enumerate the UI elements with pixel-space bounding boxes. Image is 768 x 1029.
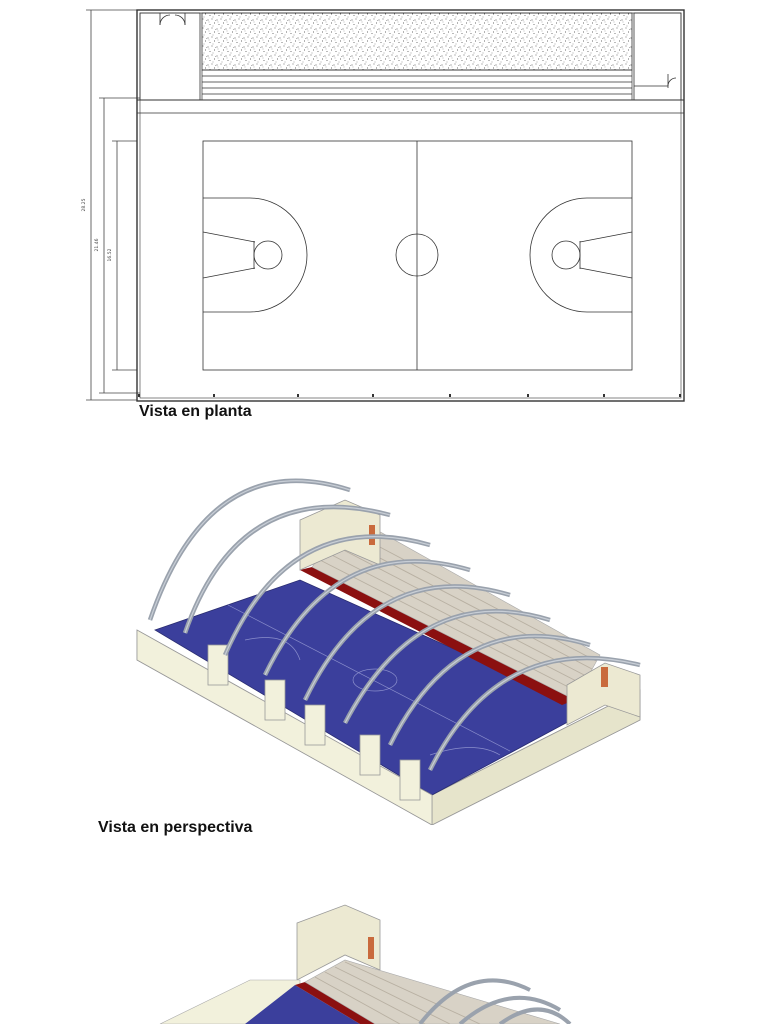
- roof-trusses-highlight: [149, 480, 641, 771]
- room-right: [566, 662, 641, 726]
- stands-steps: [201, 69, 633, 100]
- perspective-view-figure: Vista en perspectiva: [0, 455, 768, 845]
- red-stripe-2: [295, 982, 375, 1024]
- plan-view-drawing: 28.25 21.46 16.52: [81, 9, 685, 402]
- wall-ticks: [138, 394, 681, 397]
- perspective-view-caption: Vista en perspectiva: [98, 819, 253, 836]
- perspective-view-2-drawing: [159, 904, 572, 1026]
- door-right: [601, 667, 608, 687]
- front-wall: [136, 629, 433, 826]
- plan-view-figure: 28.25 21.46 16.52: [0, 0, 768, 430]
- basketball-court: [202, 140, 633, 371]
- door-back: [368, 937, 374, 959]
- red-stripe: [300, 567, 575, 705]
- room-left: [139, 12, 201, 101]
- court-floor-2: [245, 985, 360, 1024]
- roof-trusses-2: [418, 978, 572, 1026]
- room-right: [633, 12, 682, 101]
- perspective-view-drawing: [136, 478, 641, 826]
- dimension-lines: [86, 9, 140, 401]
- perspective-view-2-figure: [0, 885, 768, 1026]
- plan-view-caption: Vista en planta: [139, 403, 252, 420]
- stands-zone: [201, 12, 633, 71]
- stand-steps-2: [314, 961, 481, 1025]
- dimension-court: 16.52: [107, 248, 113, 261]
- dimension-total: 28.25: [81, 198, 87, 211]
- dimension-inner: 21.46: [94, 238, 100, 251]
